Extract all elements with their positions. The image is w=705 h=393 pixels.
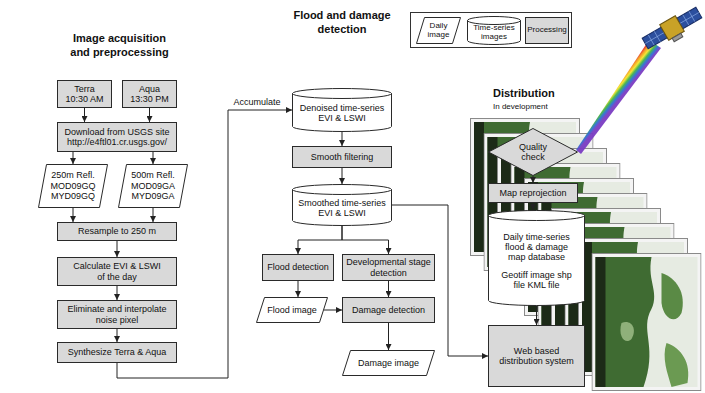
map-stack <box>471 119 702 391</box>
database-cylinder: Daily time-series flood & damage map dat… <box>488 210 585 306</box>
flow-arrow <box>324 310 342 311</box>
legend-text: Time-series images <box>470 24 518 42</box>
flow-arrow <box>84 108 85 122</box>
process-box: Map reprojection <box>488 183 578 203</box>
node-text: Download from USGS site http://e4ftl01.c… <box>61 127 173 148</box>
process-box: Download from USGS site http://e4ftl01.c… <box>57 122 177 152</box>
node-text: Flood image <box>267 305 317 315</box>
flow-arrow <box>298 226 342 254</box>
decision-diamond: Quality check <box>488 128 578 176</box>
process-box: Synthesize Terra & Aqua <box>57 342 177 363</box>
node-text: Quality check <box>508 142 558 163</box>
process-box: Smooth filtering <box>292 146 392 168</box>
flow-arrow <box>342 168 343 184</box>
flow-arrow <box>73 208 74 222</box>
process-box: Damage detection <box>342 297 435 323</box>
flow-arrow <box>342 132 343 146</box>
flow-arrow <box>153 152 154 164</box>
flow-arrow <box>536 306 537 325</box>
node-text: 250m Refl. MOD09GQ MYD09GQ <box>48 170 98 201</box>
flow-arrow <box>342 226 389 254</box>
node-text: Damage image <box>358 358 419 368</box>
flow-arrow <box>73 152 74 164</box>
flow-arrow <box>388 323 389 350</box>
node-text: Map reprojection <box>499 188 566 198</box>
data-parallelogram: Damage image <box>342 350 435 376</box>
flow-arrow <box>117 329 118 342</box>
process-box: Calculate EVI & LSWI of the day <box>57 257 177 286</box>
flow-arrow <box>533 203 534 210</box>
signal-beam <box>576 40 661 154</box>
edge-label: Accumulate <box>232 98 281 108</box>
source-box: Aqua 13:30 PM <box>122 80 177 108</box>
column-heading: Flood and damage detection <box>272 8 412 37</box>
node-text: Denoised time-series EVI & LSWI <box>296 103 388 124</box>
process-box: Web based distribution system <box>488 325 585 387</box>
node-text: Resample to 250 m <box>78 226 156 236</box>
legend-text: Daily image <box>425 22 452 40</box>
node-text: Synthesize Terra & Aqua <box>68 347 166 357</box>
data-parallelogram: 250m Refl. MOD09GQ MYD09GQ <box>38 164 108 208</box>
node-text: Smoothed time-series EVI & LSWI <box>296 198 388 219</box>
process-box: Flood detection <box>262 254 334 281</box>
node-text: Smooth filtering <box>311 152 374 162</box>
source-box: Terra 10:30 AM <box>57 80 112 108</box>
node-text: Damage detection <box>352 305 425 315</box>
node-text: 500m Refl. MOD09GA MYD09GA <box>128 170 178 201</box>
flow-arrow <box>298 281 299 297</box>
flow-arrow <box>153 208 154 222</box>
timeseries-cylinder: Smoothed time-series EVI & LSWI <box>292 184 392 226</box>
node-text: Eliminate and interpolate noise pixel <box>63 304 171 325</box>
flow-arrow <box>149 108 150 122</box>
column-heading: Image acquisition and preprocessing <box>62 31 177 60</box>
flow-arrow <box>117 241 118 257</box>
process-box: Eliminate and interpolate noise pixel <box>57 300 177 329</box>
legend-entry: Daily image <box>416 17 461 44</box>
timeseries-cylinder: Denoised time-series EVI & LSWI <box>292 88 392 132</box>
column-heading: Distribution <box>493 86 583 100</box>
node-text: Geotiff image shp file KML file <box>498 270 575 291</box>
data-parallelogram: 500m Refl. MOD09GA MYD09GA <box>118 164 188 208</box>
node-text: Web based distribution system <box>496 346 577 367</box>
node-text: Calculate EVI & LSWI of the day <box>69 261 165 282</box>
flow-arrow <box>533 176 534 183</box>
status-note: In development <box>493 102 583 112</box>
node-text: Terra 10:30 AM <box>63 84 106 105</box>
data-parallelogram: Flood image <box>256 297 328 323</box>
process-box: Developmental stage detection <box>342 254 435 281</box>
flow-arrow <box>388 281 389 297</box>
process-box: Resample to 250 m <box>57 222 177 241</box>
node-text: Flood detection <box>267 262 329 272</box>
node-text: Aqua 13:30 PM <box>128 84 171 105</box>
satellite-icon <box>641 5 705 55</box>
legend-entry: Processing <box>525 17 569 44</box>
node-text: Developmental stage detection <box>344 257 433 278</box>
flow-arrow <box>117 286 118 300</box>
legend-entry: Time-series images <box>467 16 521 45</box>
node-text: Daily time-series flood & damage map dat… <box>498 232 575 263</box>
legend-text: Processing <box>527 26 567 35</box>
legend-box: Daily image Time-series images Processing <box>410 12 572 48</box>
